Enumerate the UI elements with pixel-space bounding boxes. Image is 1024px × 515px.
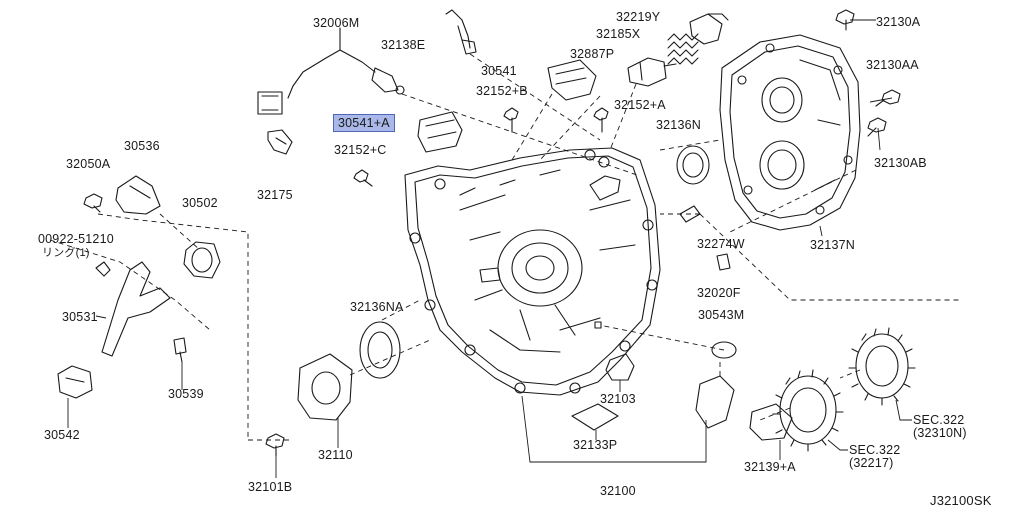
sensor-harness bbox=[257, 27, 405, 115]
label-32137N: 32137N bbox=[810, 238, 855, 252]
label-sec322-b-ref: (32217) bbox=[849, 456, 894, 470]
label-30536: 30536 bbox=[124, 139, 160, 153]
bearing-guide bbox=[297, 353, 353, 421]
plunger bbox=[627, 57, 677, 87]
label-32219Y: 32219Y bbox=[616, 10, 661, 24]
bolt-ab bbox=[867, 117, 887, 137]
bolt-c bbox=[353, 169, 373, 187]
label-30541-A-highlighted[interactable]: 30541+A bbox=[333, 114, 395, 132]
label-32050A: 32050A bbox=[66, 157, 111, 171]
label-32136N: 32136N bbox=[656, 118, 701, 132]
label-32152-A: 32152+A bbox=[614, 98, 666, 112]
label-30541: 30541 bbox=[481, 64, 517, 78]
label-30543M: 30543M bbox=[698, 308, 745, 322]
label-32103: 32103 bbox=[600, 392, 636, 406]
label-sec322-a: SEC.322 bbox=[913, 413, 965, 427]
label-32020F: 32020F bbox=[697, 286, 741, 300]
label-32130AA: 32130AA bbox=[866, 58, 919, 72]
label-32152-C: 32152+C bbox=[334, 143, 387, 157]
bolt-a2 bbox=[593, 107, 609, 133]
switch bbox=[689, 13, 729, 45]
label-32130A: 32130A bbox=[876, 15, 921, 29]
bolt-aa bbox=[875, 89, 901, 107]
label-sec322-a-ref: (32310N) bbox=[913, 426, 967, 440]
gasket bbox=[571, 403, 619, 431]
extension-housing bbox=[719, 34, 861, 231]
spring bbox=[667, 33, 699, 65]
diagram-code: J32100SK bbox=[930, 493, 992, 508]
label-sec322-b: SEC.322 bbox=[849, 443, 901, 457]
withdrawal-fork bbox=[101, 261, 171, 357]
label-32133P: 32133P bbox=[573, 438, 618, 452]
seal-na bbox=[359, 321, 401, 379]
gear-32310n bbox=[848, 327, 916, 406]
label-32175: 32175 bbox=[257, 188, 293, 202]
label-32006M: 32006M bbox=[313, 16, 360, 30]
breather bbox=[445, 9, 477, 55]
label-30502: 30502 bbox=[182, 196, 218, 210]
label-32274W: 32274W bbox=[697, 237, 745, 251]
bracket bbox=[115, 175, 161, 215]
transmission-housing bbox=[404, 147, 661, 396]
label-32138E: 32138E bbox=[381, 38, 426, 52]
bolt-32050a bbox=[83, 193, 103, 213]
label-30539: 30539 bbox=[168, 387, 204, 401]
label-30542: 30542 bbox=[44, 428, 80, 442]
label-32185X: 32185X bbox=[596, 27, 641, 41]
label-32152-B: 32152+B bbox=[476, 84, 528, 98]
drain-plug bbox=[605, 353, 635, 381]
bolt-a bbox=[835, 9, 855, 31]
label-32130AB: 32130AB bbox=[874, 156, 927, 170]
label-ring-qty: リング(1) bbox=[42, 247, 90, 259]
boot bbox=[57, 365, 93, 399]
label-30531: 30531 bbox=[62, 310, 98, 324]
cover bbox=[547, 59, 597, 101]
mount-bracket bbox=[695, 375, 735, 429]
label-32887P: 32887P bbox=[570, 47, 615, 61]
pin-f bbox=[716, 253, 731, 271]
label-00922-51210: 00922-51210 bbox=[38, 232, 114, 246]
cover-a bbox=[417, 111, 463, 153]
label-32100: 32100 bbox=[600, 484, 636, 498]
plug-m bbox=[711, 341, 737, 359]
pivot bbox=[173, 337, 187, 363]
bolt-b bbox=[503, 107, 519, 133]
gear-32217 bbox=[772, 369, 844, 452]
clip bbox=[267, 129, 293, 155]
seal-n bbox=[676, 145, 710, 185]
release-bearing bbox=[183, 241, 221, 279]
label-32101B: 32101B bbox=[248, 480, 293, 494]
gasket-a bbox=[749, 403, 793, 441]
bolt-32101b bbox=[265, 433, 285, 457]
label-32110: 32110 bbox=[318, 448, 353, 462]
label-32136NA: 32136NA bbox=[350, 300, 404, 314]
label-32139-A: 32139+A bbox=[744, 460, 796, 474]
